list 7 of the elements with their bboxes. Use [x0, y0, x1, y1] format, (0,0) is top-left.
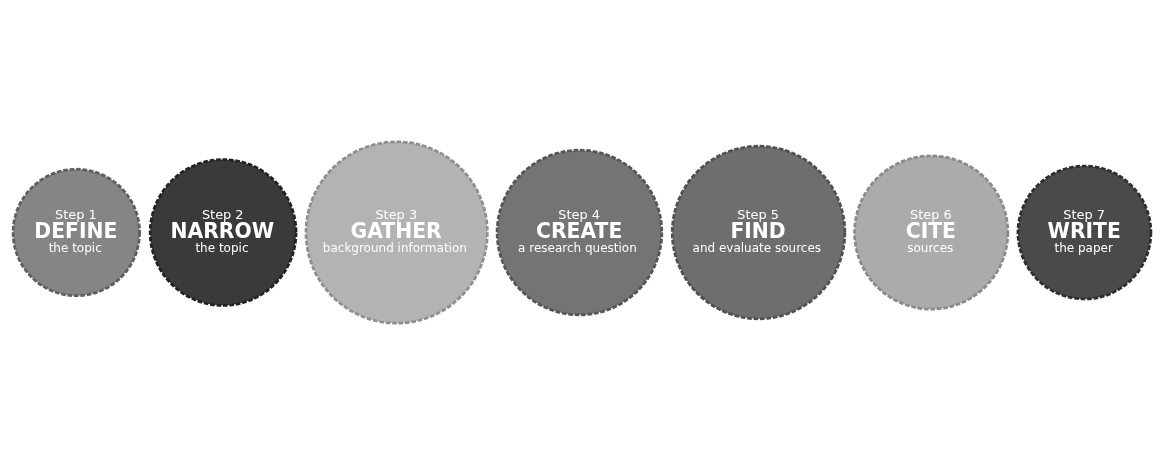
- node-circle: Step 5 FIND and evaluate sources: [670, 144, 847, 321]
- node-circle: Step 2 NARROW the topic: [148, 158, 298, 307]
- node-circle: Step 3 GATHER background information: [304, 140, 489, 325]
- node-circle: Step 6 CITE sources: [853, 154, 1010, 311]
- node-circle: Step 1 DEFINE the topic: [11, 167, 141, 298]
- node-circle: Step 4 CREATE a research question: [495, 148, 664, 317]
- node-circle: Step 7 WRITE the paper: [1016, 164, 1153, 301]
